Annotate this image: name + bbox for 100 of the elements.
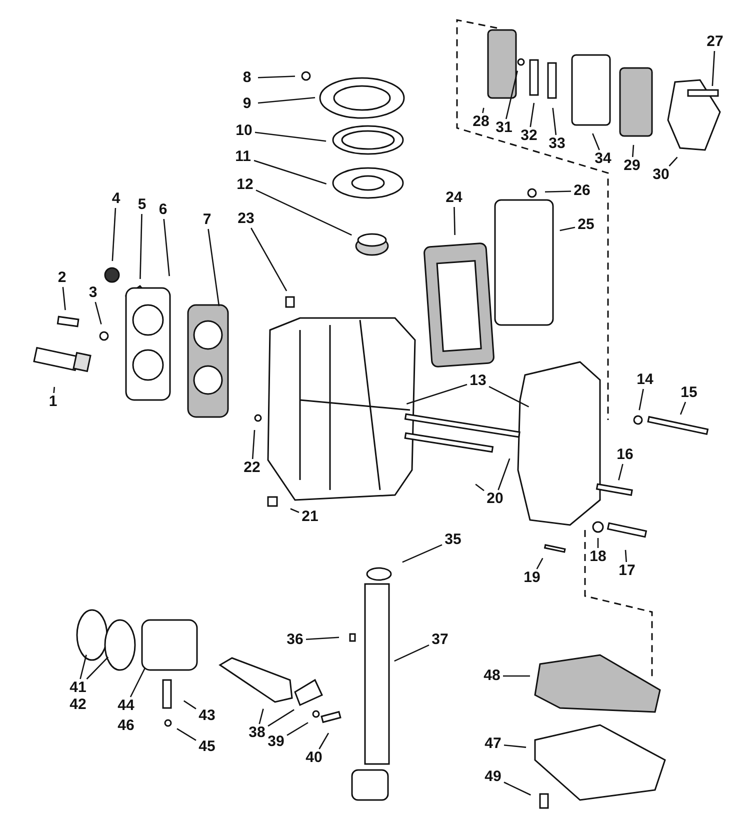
leader-line: [112, 208, 116, 262]
leader-line: [306, 636, 340, 640]
leader-line: [176, 728, 196, 741]
callout-number: 26: [571, 182, 593, 200]
callout-number: 11: [232, 148, 254, 166]
leader-line: [454, 206, 456, 236]
leader-line: [254, 160, 327, 184]
leader-line: [530, 102, 535, 128]
callout-number: 31: [493, 119, 515, 137]
leader-line: [254, 132, 326, 142]
leader-line: [668, 156, 678, 166]
callout-number: 33: [546, 135, 568, 153]
leader-line: [632, 144, 634, 158]
callout-number: 20: [484, 490, 506, 508]
callout-number: 17: [616, 562, 638, 580]
callout-number: 16: [614, 446, 636, 464]
leader-line: [618, 464, 624, 480]
leader-line: [560, 226, 576, 232]
callout-number: 38: [246, 724, 268, 742]
leader-line: [552, 108, 557, 136]
leader-line: [402, 544, 442, 563]
leader-line: [503, 675, 530, 677]
leader-line: [544, 190, 572, 192]
callout-number: 46: [116, 717, 136, 735]
leader-line: [504, 744, 526, 748]
leader-line: [163, 218, 170, 276]
callout-number: 22: [241, 459, 263, 477]
leader-line: [505, 70, 518, 120]
callout-number: 45: [196, 738, 218, 756]
callout-number: 39: [265, 733, 287, 751]
leader-line: [488, 386, 530, 408]
callout-number: 32: [518, 127, 540, 145]
leader-line: [498, 458, 510, 490]
callout-number: 30: [650, 166, 672, 184]
leader-line: [268, 709, 294, 727]
leader-line: [536, 558, 544, 570]
callout-number: 49: [482, 768, 504, 786]
callout-number: 47: [482, 735, 504, 753]
leader-line: [94, 302, 102, 324]
callout-number: 3: [82, 284, 104, 302]
leader-line: [406, 384, 468, 404]
leader-line: [62, 286, 66, 310]
leader-line: [597, 538, 599, 548]
callout-number: 37: [429, 631, 451, 649]
leader-line: [130, 668, 146, 698]
leader-line: [475, 484, 484, 492]
leader-line: [592, 133, 600, 150]
callout-number: 40: [303, 749, 325, 767]
callout-number: 41: [67, 679, 89, 697]
leader-line: [680, 402, 686, 415]
callout-number: 27: [704, 33, 726, 51]
callout-number: 18: [587, 548, 609, 566]
callout-number: 34: [592, 150, 614, 168]
callout-number: 25: [575, 216, 597, 234]
callout-number: 35: [442, 531, 464, 549]
callout-number: 7: [196, 211, 218, 229]
leader-line: [286, 722, 308, 736]
callout-number: 9: [236, 95, 258, 113]
callout-number: 24: [443, 189, 465, 207]
callout-number: 8: [236, 69, 258, 87]
leader-line: [258, 76, 296, 78]
leader-line: [80, 654, 87, 680]
leader-line: [184, 700, 196, 710]
callout-number: 2: [51, 269, 73, 287]
leader-line: [504, 782, 531, 796]
leader-line: [252, 430, 256, 460]
leader-line: [394, 644, 430, 662]
callout-number: 15: [678, 384, 700, 402]
callout-number: 28: [470, 113, 492, 131]
callout-number: 14: [634, 371, 656, 389]
leader-line: [638, 388, 644, 410]
leader-line: [290, 508, 300, 513]
leader-line: [482, 108, 484, 114]
callout-number: 5: [131, 196, 153, 214]
callout-number: 10: [233, 122, 255, 140]
leader-line: [258, 97, 316, 104]
callout-number: 13: [467, 372, 489, 390]
callout-number: 43: [196, 707, 218, 725]
leader-line: [53, 386, 56, 394]
callout-number: 6: [152, 201, 174, 219]
leader-line: [208, 228, 220, 306]
callout-number: 36: [284, 631, 306, 649]
callout-number: 4: [105, 190, 127, 208]
leader-line: [318, 732, 330, 750]
callout-number: 48: [481, 667, 503, 685]
callout-number: 1: [42, 393, 64, 411]
leader-line: [250, 228, 288, 292]
callout-number: 42: [68, 696, 88, 714]
leader-line: [258, 708, 264, 724]
callout-number: 29: [621, 157, 643, 175]
leader-line: [140, 214, 142, 280]
leader-line: [86, 656, 109, 680]
leader-line: [256, 190, 352, 236]
leader-line: [712, 50, 716, 86]
leader-line: [624, 550, 627, 562]
callout-number: 23: [235, 210, 257, 228]
callout-number: 12: [234, 176, 256, 194]
callout-number: 19: [521, 569, 543, 587]
callout-number: 21: [299, 508, 321, 526]
callout-number: 44: [115, 697, 137, 715]
